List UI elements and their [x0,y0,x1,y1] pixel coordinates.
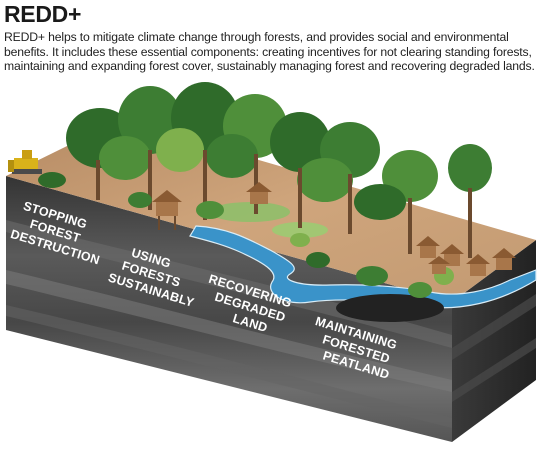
soil-stratum [452,338,536,402]
page-title: REDD+ [4,1,82,27]
grass-patch [210,202,290,222]
forest-canopy [66,82,492,220]
label-maintaining: MAINTAINING FORESTED PEATLAND [314,314,399,382]
grass-patch [272,222,328,238]
redd-diagram: STOPPING FOREST DESTRUCTION USING FOREST… [6,82,537,442]
shrubs [38,172,454,298]
description-line: maintaining and expanding forest cover, … [4,59,535,74]
description-line: benefits. It includes these essential co… [4,44,532,59]
soil-stratum [452,294,536,360]
soil-stratum [6,220,452,348]
soil-stratum [6,305,452,428]
stilt-house [152,190,182,230]
description-line: REDD+ helps to mitigate climate change t… [4,30,509,44]
peat-patch [336,294,444,322]
description: REDD+ helps to mitigate climate change t… [4,30,538,74]
tree-trunks [96,150,472,258]
hut [246,182,272,204]
soil-stratum [6,270,452,392]
village [416,236,516,276]
bulldozer [8,150,42,174]
river [189,225,537,309]
soil-front-face [6,176,452,442]
